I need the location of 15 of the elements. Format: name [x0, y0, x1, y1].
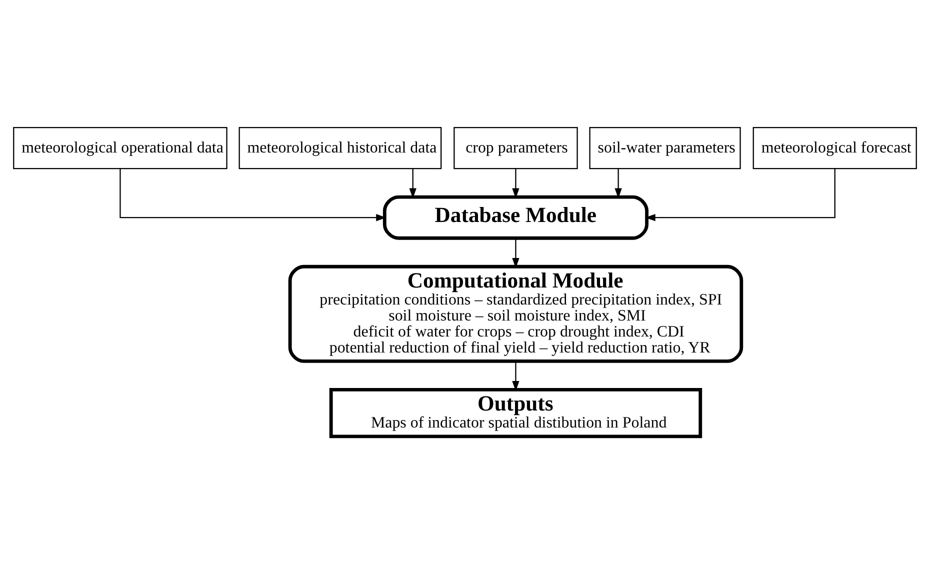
node-box: meteorological operational data: [13, 126, 228, 169]
node-box: crop parameters: [454, 126, 578, 169]
node-box: Computational Module precipitation conditions – standardized precipitation index, SPI soil moisture – soil moisture index, SMI deficit of water for crops – crop drought index, CDI potential reduction of final yield – yield reduction ratio, YR: [288, 264, 744, 362]
arrow: [512, 360, 520, 391]
arrow: [512, 238, 520, 268]
arrow: [120, 168, 386, 221]
node-box: Outputs Maps of indicator spatial distibution in Poland: [329, 388, 702, 438]
node-box: soil-water parameters: [589, 126, 741, 169]
arrow: [614, 168, 622, 198]
arrow: [409, 168, 416, 198]
node-box: Database Module: [382, 194, 648, 240]
node-box: meteorological forecast: [752, 126, 917, 169]
arrow: [512, 168, 520, 198]
arrow: [645, 168, 836, 221]
node-box: meteorological historical data: [238, 126, 442, 169]
